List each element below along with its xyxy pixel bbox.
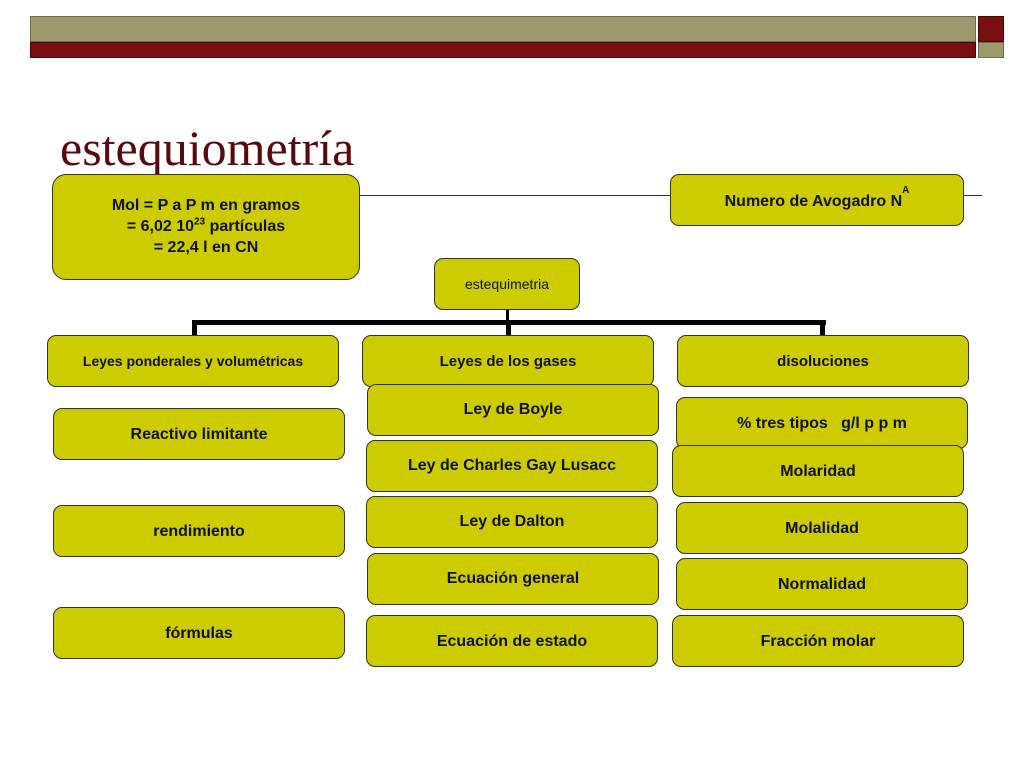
- gas-item-charles-gay-lusacc: Ley de Charles Gay Lusacc: [366, 440, 658, 492]
- header-red-bar: [30, 42, 976, 58]
- gas-item-ley-dalton: Ley de Dalton: [366, 496, 658, 548]
- branch-disoluciones: disoluciones: [677, 335, 969, 387]
- root-stem-connector: [506, 310, 509, 321]
- slide-title: estequiometría: [60, 120, 355, 176]
- left-item-formulas: fórmulas: [53, 607, 345, 659]
- gas-item-ley-boyle: Ley de Boyle: [367, 384, 659, 436]
- avogadro-text: Numero de Avogadro N: [724, 193, 903, 210]
- header-olive-bar: [30, 16, 976, 42]
- avogadro-box: Numero de Avogadro N A: [670, 174, 964, 226]
- gas-item-ecuacion-general: Ecuación general: [367, 553, 659, 605]
- gas-item-ecuacion-estado: Ecuación de estado: [366, 615, 658, 667]
- mol-line-1: Mol = P a P m en gramos: [111, 197, 301, 214]
- mol-line-3: = 22,4 l en CN: [153, 239, 259, 256]
- center-drop-connector: [506, 320, 511, 336]
- root-node-estequimetria: estequimetria: [434, 258, 580, 310]
- right-drop-connector: [820, 320, 825, 336]
- left-item-reactivo-limitante: Reactivo limitante: [53, 408, 345, 460]
- title-underline: [52, 195, 982, 196]
- branch-leyes-gases: Leyes de los gases: [362, 335, 654, 387]
- mol-line-2-exponent: 23: [194, 216, 206, 228]
- left-item-rendimiento: rendimiento: [53, 505, 345, 557]
- branch-leyes-ponderales: Leyes ponderales y volumétricas: [47, 335, 339, 387]
- mol-definition-box: Mol = P a P m en gramos = 6,02 1023 part…: [52, 174, 360, 280]
- mol-line-2: = 6,02 1023 partículas: [127, 216, 285, 237]
- disol-item-normalidad: Normalidad: [676, 558, 968, 610]
- mol-line-2-prefix: = 6,02 10: [126, 218, 194, 235]
- header-corner-olive-square: [978, 42, 1004, 58]
- disol-item-fraccion-molar: Fracción molar: [672, 615, 964, 667]
- disol-item-molaridad: Molaridad: [672, 445, 964, 497]
- disol-item-molalidad: Molalidad: [676, 502, 968, 554]
- mol-line-2-suffix: partículas: [205, 218, 286, 235]
- left-drop-connector: [192, 320, 197, 336]
- header-corner-red-square: [978, 16, 1004, 42]
- disol-item-tres-tipos: % tres tipos g/l p p m: [676, 397, 968, 449]
